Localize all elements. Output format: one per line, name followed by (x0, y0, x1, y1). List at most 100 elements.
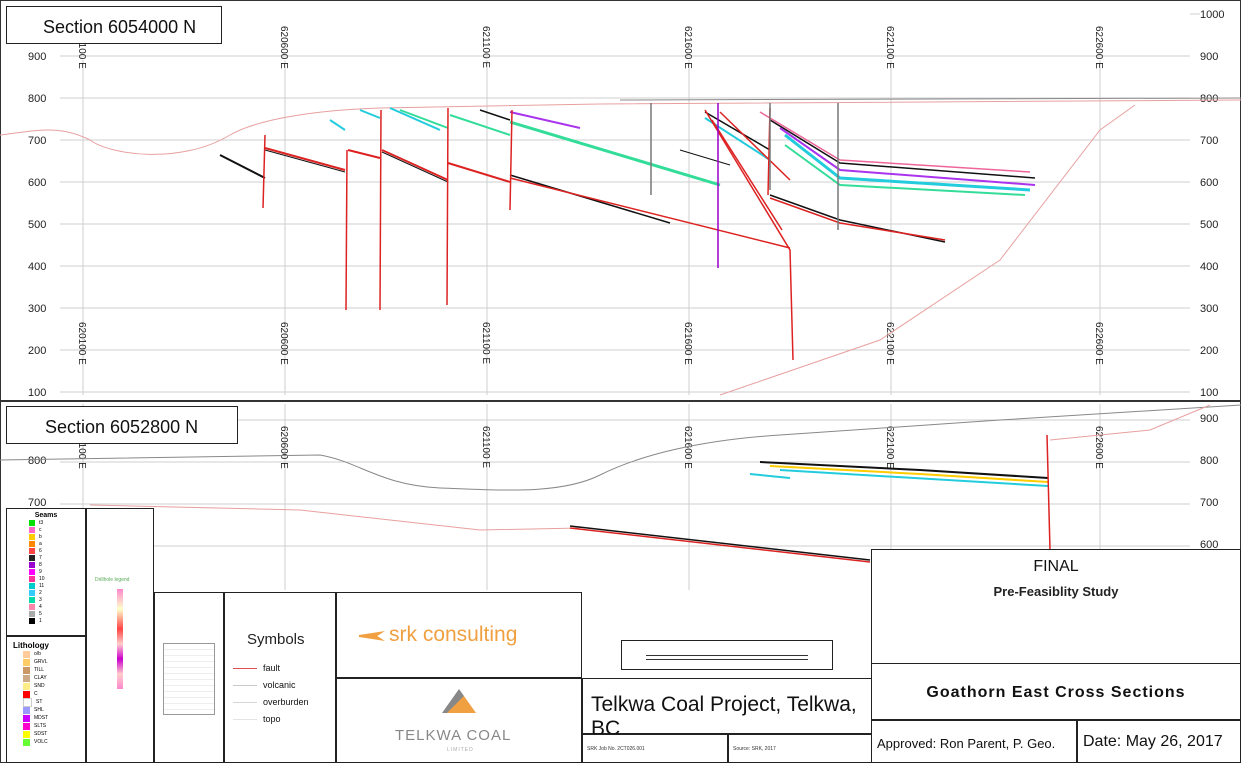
symbol-item-fault: fault (233, 663, 280, 673)
seam-legend-item: 5 (29, 610, 85, 617)
seam-swatch (29, 603, 35, 610)
lithology-code: ST (36, 699, 43, 705)
schematic-table-box (154, 592, 224, 763)
symbol-label: fault (263, 663, 281, 673)
lithology-swatch (23, 650, 30, 658)
srk-logo-icon (359, 631, 385, 641)
top-left-elev-label: 600 (28, 177, 46, 189)
lithology-code: MDST (34, 715, 49, 721)
lithology-swatch (23, 730, 30, 738)
symbol-item-volcanic: volcanic (233, 680, 296, 690)
seam-code: 4 (39, 603, 42, 610)
lithology-swatch (23, 697, 32, 707)
seam-legend-item: a (29, 540, 85, 547)
seam-legend-item: 2 (29, 589, 85, 596)
seam-swatch (29, 519, 35, 526)
bottom-right-elev-label: 800 (1200, 455, 1218, 467)
drillhole-strip (117, 589, 123, 689)
telkwa-logo-sub: LIMITED (447, 747, 474, 753)
bottom-right-elev-label: 900 (1200, 413, 1218, 425)
lithology-legend-title: Lithology (13, 641, 49, 650)
seam-swatch (29, 568, 35, 575)
seam-swatch (29, 610, 35, 617)
top-right-elev-label: 600 (1200, 177, 1218, 189)
seam-code: 5 (39, 610, 42, 617)
seam-code: a (39, 540, 42, 547)
lithology-legend-item: SHL (23, 706, 85, 714)
drawing-title-box: Goathorn East Cross Sections (871, 663, 1241, 720)
seams-legend-title: Seams (34, 512, 58, 519)
bottom-easting-label: 620100 E (76, 426, 87, 469)
top-drillholes (650, 103, 839, 268)
status-box: FINAL Pre-Feasiblity Study (871, 549, 1241, 664)
lithology-code: C (34, 691, 38, 697)
lithology-legend-item: ST (23, 697, 85, 707)
seam-code: 8 (39, 561, 42, 568)
job-number-box: SRK Job No. 2CT026.001 (582, 734, 728, 763)
top-easting-label: 620100 E (76, 26, 87, 69)
lithology-code: SHL (34, 707, 44, 713)
lithology-legend-item: CLAY (23, 674, 85, 682)
symbol-line (233, 667, 257, 669)
seam-legend-item: 3 (29, 596, 85, 603)
bottom-left-elev-label: 800 (28, 455, 46, 467)
seam-swatch (29, 526, 35, 533)
seam-code: 9 (39, 568, 42, 575)
top-easting-label: 622100 E (884, 322, 895, 365)
seam-swatch (29, 589, 35, 596)
symbol-label: overburden (263, 697, 309, 707)
seam-swatch (29, 540, 35, 547)
srk-logo-text: srk consulting (389, 623, 518, 646)
top-left-elev-label: 400 (28, 261, 46, 273)
lithology-swatch (23, 714, 30, 722)
lithology-swatch (23, 722, 30, 730)
status-final: FINAL (1033, 558, 1079, 575)
lithology-swatch (23, 666, 30, 674)
bottom-easting-label: 621600 E (682, 426, 693, 469)
drawing-title: Goathorn East Cross Sections (926, 684, 1186, 701)
seam-swatch (29, 596, 35, 603)
top-left-elev-label: 200 (28, 345, 46, 357)
top-easting-label: 622100 E (884, 26, 895, 69)
top-section-title-box: Section 6054000 N (6, 6, 222, 44)
lithology-swatch (23, 706, 30, 714)
scale-bar-box (621, 640, 833, 670)
seam-legend-item: 8 (29, 561, 85, 568)
top-right-elev-label: 800 (1200, 93, 1218, 105)
seam-legend-item: b (29, 533, 85, 540)
top-section-grid (60, 13, 1200, 395)
symbols-title: Symbols (247, 631, 305, 648)
seam-swatch (29, 547, 35, 554)
bottom-topo-line (0, 404, 1241, 491)
top-easting-label: 622600 E (1093, 322, 1104, 365)
bottom-easting-label: 621100 E (480, 426, 491, 468)
lithology-swatch (23, 658, 30, 666)
seam-legend-item: 10 (29, 575, 85, 582)
study-name: Pre-Feasiblity Study (993, 584, 1119, 599)
job-number: SRK Job No. 2CT026.001 (587, 746, 645, 752)
approved-by: Approved: Ron Parent, P. Geo. (877, 736, 1056, 751)
seam-legend-item: 7 (29, 554, 85, 561)
lithology-legend-item: TILL (23, 666, 85, 674)
top-section-labels: 9008007006005004003002001001000900800700… (28, 9, 1224, 399)
top-left-elev-label: 100 (28, 387, 46, 399)
symbol-label: volcanic (263, 680, 296, 690)
top-right-elev-label: 700 (1200, 135, 1218, 147)
top-easting-label: 621100 E (480, 322, 491, 364)
bottom-seams (569, 434, 1051, 563)
seam-legend-item: 4 (29, 603, 85, 610)
top-right-elev-label: 200 (1200, 345, 1218, 357)
lithology-legend-item: SLTS (23, 722, 85, 730)
symbol-item-overburden: overburden (233, 697, 309, 707)
telkwa-logo-box: TELKWA COAL LIMITED (336, 678, 582, 763)
telkwa-logo-text: TELKWA COAL (395, 727, 512, 744)
lithology-swatch (23, 690, 30, 698)
top-left-elev-label: 900 (28, 51, 46, 63)
seam-swatch (29, 554, 35, 561)
lithology-swatch (23, 682, 30, 690)
top-right-elev-label: 1000 (1200, 9, 1224, 21)
bottom-right-elev-label: 600 (1200, 539, 1218, 551)
